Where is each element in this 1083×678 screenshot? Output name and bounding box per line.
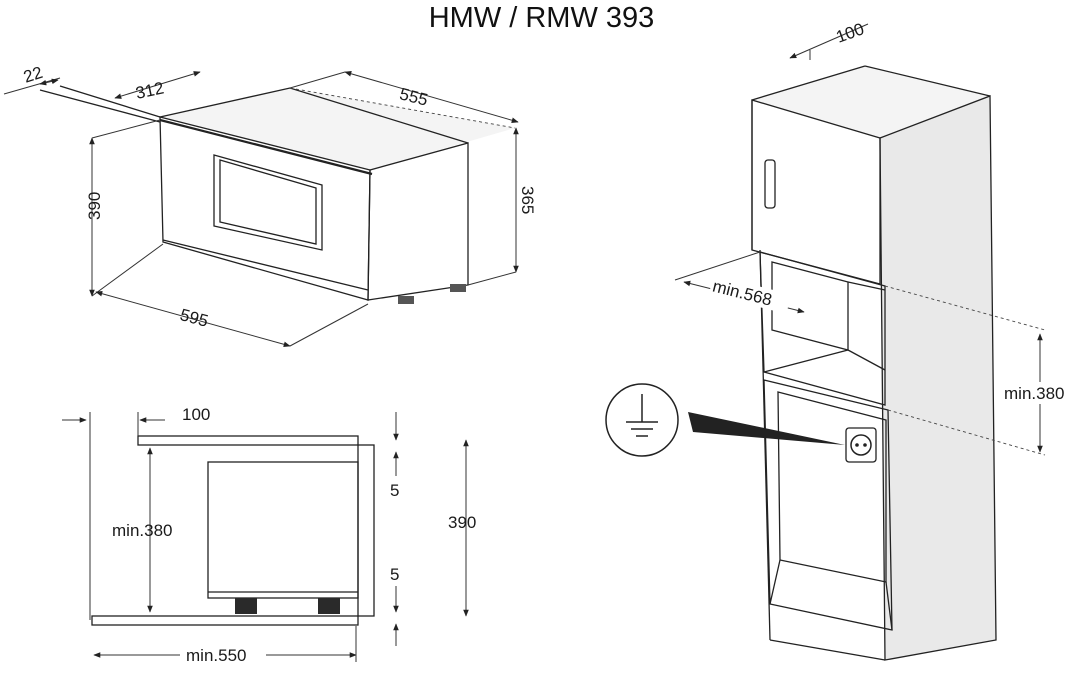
side-dim-min380-label: min.380 [112,521,172,540]
cabinet-dim-min568-label: min.568 [711,277,774,310]
cabinet-dim-100-label: 100 [834,19,867,47]
side-dim-5-top-label: 5 [390,481,399,500]
tall-cabinet-view: 100 min.568 min.380 [605,19,1082,661]
side-dim-min550-label: min.550 [186,646,246,665]
dim-22-label: 22 [21,63,45,87]
microwave-isometric-view: 22 312 555 390 365 595 [3,63,537,348]
cabinet-dim-min380-label: min.380 [1004,384,1064,403]
dim-390-label: 390 [85,192,104,220]
dim-555-label: 555 [398,84,430,109]
power-socket-icon [850,434,872,456]
side-dim-5-bottom-label: 5 [390,565,399,584]
dim-312-label: 312 [134,78,166,102]
ground-symbol-icon [605,383,679,457]
side-dim-390-label: 390 [448,513,476,532]
side-section-view: 100 min.380 5 5 390 min.550 [62,405,476,665]
dim-365-label: 365 [518,186,537,214]
dim-595-label: 595 [178,305,210,331]
side-dim-100-label: 100 [182,405,210,424]
diagram-title: HMW / RMW 393 [428,2,655,34]
